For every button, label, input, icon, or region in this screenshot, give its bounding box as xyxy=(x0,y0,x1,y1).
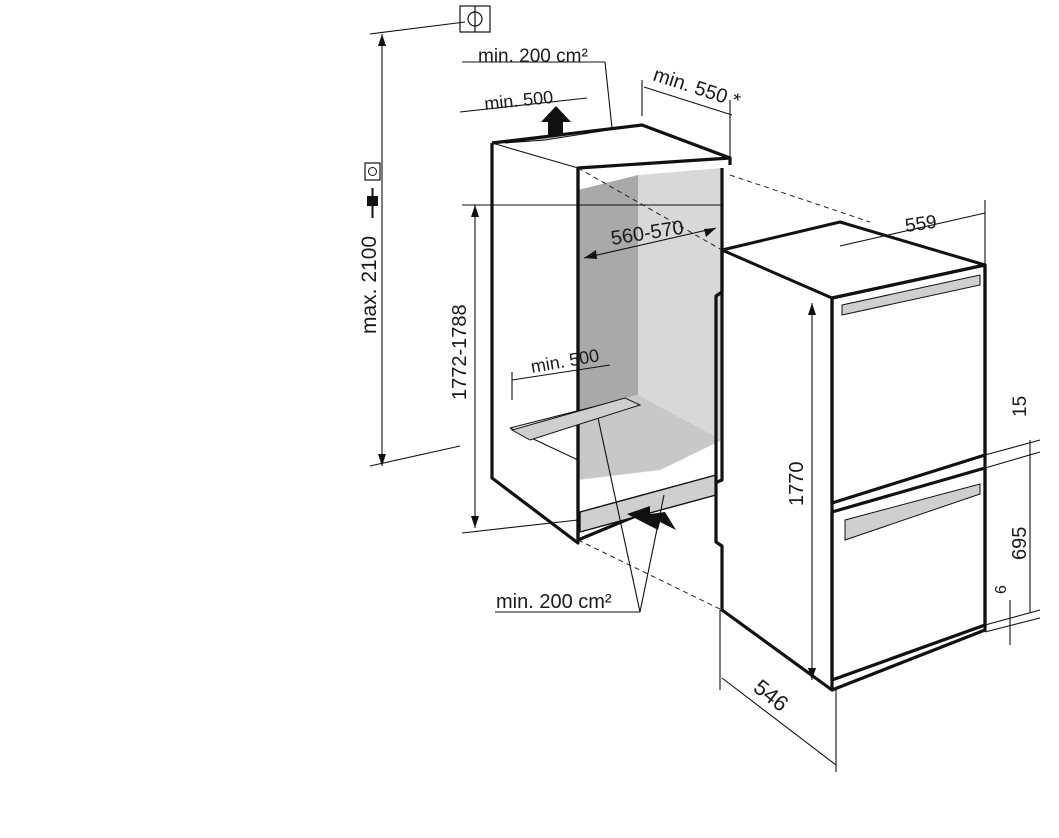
dim-niche-bottom-tick xyxy=(461,519,579,534)
proj-mid xyxy=(577,167,723,251)
dim-max-bottom-tick xyxy=(369,445,461,467)
dim-546-line xyxy=(721,677,837,766)
label-appliance-height: 1770 xyxy=(786,462,808,507)
dimension-lines xyxy=(369,21,1041,772)
label-vent-top-area: min. 200 cm² xyxy=(478,46,588,67)
label-vent-top-depth: min. 500 xyxy=(483,87,554,114)
appliance-side xyxy=(714,250,834,692)
label-appliance-depth: 546 xyxy=(749,674,793,716)
dim-6-tick-b xyxy=(984,617,1041,633)
lower-handle xyxy=(844,483,981,541)
niche-back-wall xyxy=(638,168,722,440)
power-socket-icon xyxy=(364,162,381,181)
label-depth-top: min. 550 * xyxy=(650,64,743,113)
vent-bottom-leader-b xyxy=(639,494,665,613)
air-in-arrow xyxy=(627,506,676,530)
niche-floor xyxy=(578,395,722,480)
airflow-arrows xyxy=(541,106,676,530)
dim-15-tick-a xyxy=(984,439,1041,456)
ground-symbol-icon xyxy=(459,5,491,33)
label-lower-door: 695 xyxy=(1009,527,1031,560)
niche-top-edge xyxy=(491,123,731,160)
vent-top-strip xyxy=(504,124,641,144)
label-niche-height: 1772-1788 xyxy=(449,304,471,400)
niche-side-wall xyxy=(578,175,638,410)
dim-bottom-500-line xyxy=(511,364,611,381)
dim-max-top-tick xyxy=(369,21,466,35)
proj-top xyxy=(729,174,871,223)
dim-15-tick-b xyxy=(984,451,1041,469)
dim-550-line xyxy=(643,86,733,116)
label-gap-bottom: 6 xyxy=(993,585,1010,594)
projection-lines xyxy=(577,167,871,611)
label-appliance-width: 559 xyxy=(904,212,938,237)
label-gap-mid: 15 xyxy=(1010,396,1031,417)
niche-top-inner xyxy=(491,142,579,169)
dim-559-line xyxy=(839,212,986,247)
vent-top-leader-down xyxy=(604,61,613,129)
appliance xyxy=(714,220,987,692)
dim-niche-width-line xyxy=(583,227,717,259)
vent-bottom-strip-inner xyxy=(510,397,642,441)
vent-bottom-leader-a xyxy=(597,417,641,613)
dim-top-500-line xyxy=(459,97,588,113)
power-plug-icon xyxy=(367,188,378,218)
label-max-height: max. 2100 xyxy=(358,236,381,334)
dim-6-tick-a xyxy=(984,609,1041,626)
label-vent-bottom-area: min. 200 cm² xyxy=(496,591,612,613)
air-out-arrow xyxy=(541,106,571,136)
upper-handle xyxy=(841,274,981,316)
